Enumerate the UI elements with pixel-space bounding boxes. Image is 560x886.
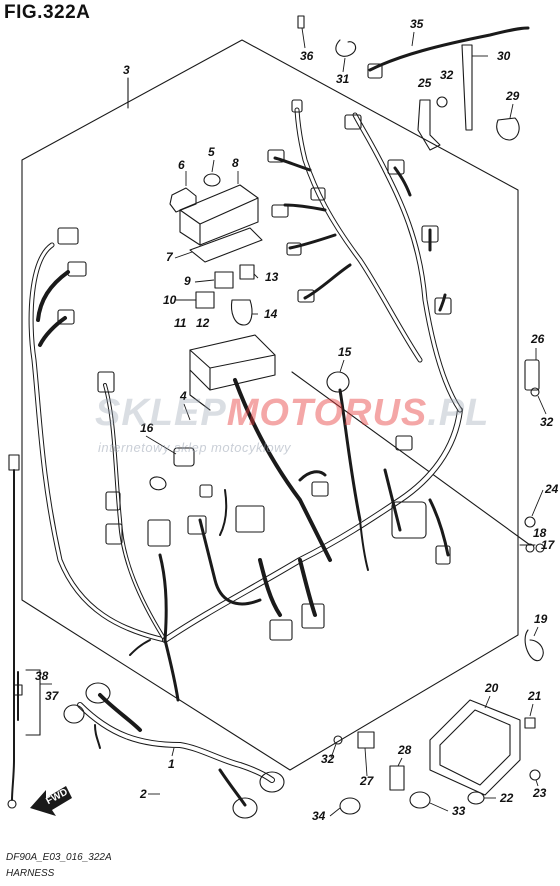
watermark-brand-red: MOTORUS <box>226 392 428 434</box>
part-label-18: 18 <box>533 526 547 540</box>
part-label-23: 23 <box>532 786 547 800</box>
watermark-tagline: internetowy sklep motocyklowy <box>98 440 291 455</box>
assembly-frame <box>21 39 519 771</box>
part-label-27: 27 <box>359 774 375 788</box>
part-label-16: 16 <box>140 421 154 435</box>
part-label-14: 14 <box>264 307 278 321</box>
part-label-21: 21 <box>527 689 542 703</box>
part-labels: 3 36 31 35 30 25 32 29 6 5 8 7 9 13 10 1… <box>35 17 559 823</box>
part-label-3: 3 <box>123 63 130 77</box>
connector-c1 <box>57 227 79 245</box>
part-label-24: 24 <box>544 482 559 496</box>
relay-9 <box>214 271 234 289</box>
part-label-26: 26 <box>530 332 545 346</box>
part-label-12: 12 <box>196 316 210 330</box>
part-label-34: 34 <box>312 809 326 823</box>
watermark-logo: SKLEPMOTORUS.PL <box>95 392 489 435</box>
relay-box-4 <box>189 334 276 391</box>
part-label-32: 32 <box>540 415 554 429</box>
footer-name: HARNESS <box>6 868 55 879</box>
watermark-brand-gray: SKLEP <box>95 392 227 434</box>
part-label-7: 7 <box>166 250 174 264</box>
part-label-38: 38 <box>35 669 49 683</box>
watermark-brand-tail: .PL <box>427 392 490 434</box>
leader-17-18 <box>291 371 531 546</box>
part-label-28: 28 <box>397 743 412 757</box>
bracket-20 <box>429 699 521 796</box>
part-label-8: 8 <box>232 156 239 170</box>
part-label-10: 10 <box>163 293 177 307</box>
part-label-1: 1 <box>168 757 175 771</box>
part-label-17: 17 <box>541 538 556 552</box>
sub-harness-1 <box>77 702 275 783</box>
part-label-35: 35 <box>410 17 424 31</box>
part-label-15: 15 <box>338 345 352 359</box>
part-label-11: 11 <box>174 316 187 330</box>
part-label-22: 22 <box>499 791 514 805</box>
part-8-box <box>179 184 259 246</box>
part-label-19: 19 <box>534 612 548 626</box>
part-label-4: 4 <box>179 389 187 403</box>
part-label-32: 32 <box>440 68 454 82</box>
part-label-6: 6 <box>178 158 185 172</box>
part-label-33: 33 <box>452 804 466 818</box>
part-label-9: 9 <box>184 274 191 288</box>
part-label-30: 30 <box>497 49 511 63</box>
footer-code: DF90A_E03_016_322A <box>6 852 112 863</box>
part-label-2: 2 <box>139 787 147 801</box>
part-label-37: 37 <box>45 689 60 703</box>
part-label-5: 5 <box>208 145 215 159</box>
part-label-32: 32 <box>321 752 335 766</box>
part-label-36: 36 <box>300 49 314 63</box>
part-label-13: 13 <box>265 270 279 284</box>
fwd-arrow: FWD <box>30 786 72 816</box>
part-label-31: 31 <box>336 72 350 86</box>
part-label-20: 20 <box>484 681 499 695</box>
part-label-29: 29 <box>505 89 520 103</box>
figure-title: FIG.322A <box>4 2 91 23</box>
part-label-25: 25 <box>417 76 432 90</box>
